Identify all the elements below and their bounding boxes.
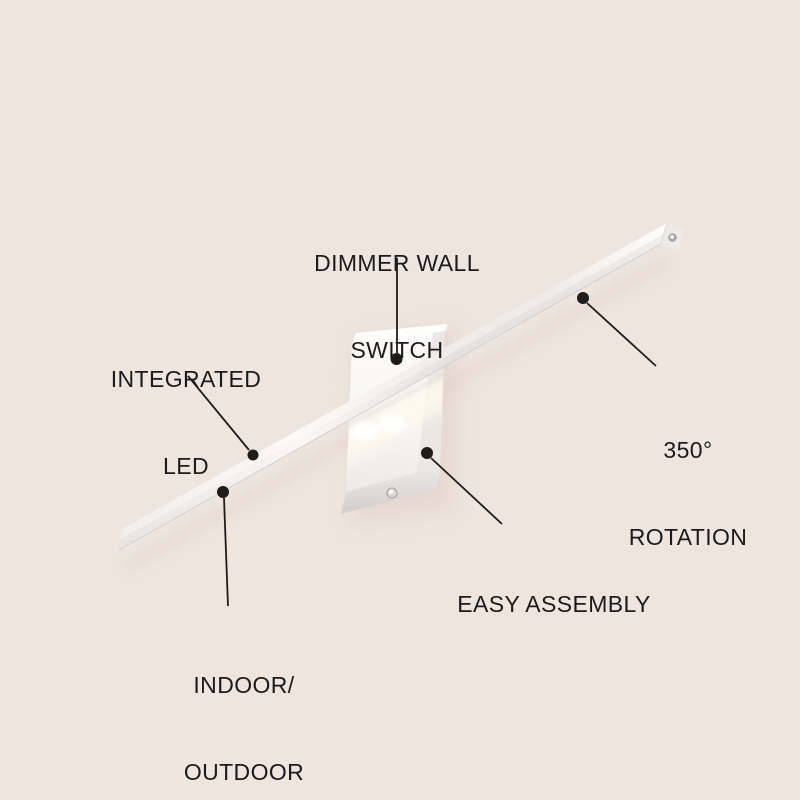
callouts: [187, 258, 657, 607]
label-line: ROTATION: [628, 524, 748, 550]
assembly-screw: [386, 487, 398, 499]
label-line: SWITCH: [350, 337, 444, 363]
label-line: LED: [163, 453, 209, 479]
callout-line-rotation-350: [586, 302, 657, 367]
light-bar-top-face: [119, 223, 667, 540]
label-easy-assembly: EASY ASSEMBLY: [414, 532, 694, 735]
mounting-hole: [668, 233, 677, 242]
light-bar-bottom-edge: [118, 243, 662, 551]
label-indoor-outdoor: INDOOR/ OUTDOOR: [114, 613, 374, 800]
callout-dot-rotation-350: [577, 292, 589, 304]
endcap-edge: [660, 222, 668, 245]
callout-dot-indoor-outdoor: [217, 486, 229, 498]
label-line: INTEGRATED: [110, 366, 262, 392]
label-line: 350°: [663, 437, 713, 463]
mount-box-top-face: [352, 324, 448, 344]
callout-line-integrated-led: [187, 375, 250, 451]
callout-dot-dimmer-wall-switch: [390, 353, 403, 365]
callout-dot-integrated-led: [247, 449, 259, 461]
light-bar-front-face: [119, 234, 664, 550]
label-dimmer-wall-switch: DIMMER WALL SWITCH: [267, 191, 527, 423]
led-glow: [346, 371, 445, 470]
callout-dot-easy-assembly: [421, 447, 433, 459]
callout-line-indoor-outdoor: [223, 497, 229, 607]
label-line: DIMMER WALL: [314, 250, 480, 276]
label-line: INDOOR/: [193, 672, 295, 698]
label-line: OUTDOOR: [183, 759, 305, 785]
light-bar: [118, 222, 684, 551]
label-line: EASY ASSEMBLY: [457, 591, 651, 617]
label-rotation-350: 350° ROTATION: [558, 378, 800, 610]
callout-line-easy-assembly: [430, 457, 503, 525]
label-integrated-led: INTEGRATED LED: [56, 307, 316, 539]
